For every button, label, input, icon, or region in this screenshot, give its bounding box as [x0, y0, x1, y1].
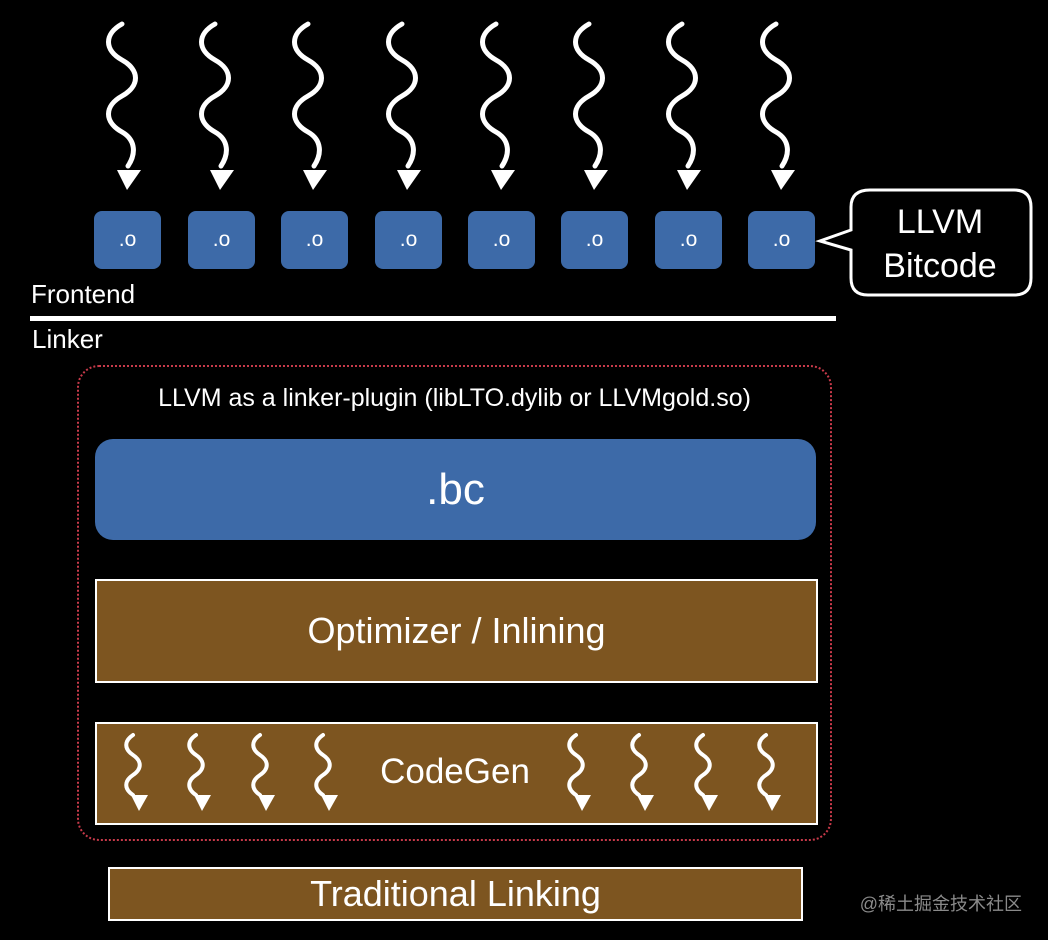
callout-line-1: LLVM [896, 203, 984, 241]
stage-divider [30, 316, 836, 321]
object-file-5: .o [468, 211, 535, 269]
input-arrow-1 [109, 24, 141, 190]
input-arrow-6 [576, 24, 608, 190]
linker-label: Linker [32, 324, 103, 354]
codegen-label: CodeGen [380, 752, 530, 791]
input-arrow-7 [669, 24, 701, 190]
object-file-2: .o [188, 211, 255, 269]
linker-plugin-container [77, 365, 832, 841]
callout-line-2: Bitcode [883, 247, 997, 285]
optimizer-label: Optimizer / Inlining [307, 610, 606, 651]
input-arrow-4 [389, 24, 421, 190]
input-arrow-5 [483, 24, 515, 190]
traditional-linking-box: Traditional Linking [108, 867, 803, 921]
linker-plugin-title: LLVM as a linker-plugin (libLTO.dylib or… [158, 384, 751, 412]
bitcode-merged-box: .bc [95, 439, 816, 540]
object-file-8: .o [748, 211, 815, 269]
traditional-linking-label: Traditional Linking [310, 873, 601, 914]
bitcode-callout: LLVM Bitcode [850, 197, 1030, 291]
object-file-3: .o [281, 211, 348, 269]
object-file-6: .o [561, 211, 628, 269]
object-file-1: .o [94, 211, 161, 269]
frontend-label: Frontend [31, 279, 136, 309]
object-file-4: .o [375, 211, 442, 269]
optimizer-box: Optimizer / Inlining [95, 579, 818, 683]
input-arrow-3 [295, 24, 327, 190]
input-arrow-2 [202, 24, 234, 190]
bitcode-merged-label: .bc [426, 464, 485, 514]
watermark: @稀土掘金技术社区 [859, 894, 1022, 914]
input-arrow-8 [763, 24, 795, 190]
object-file-7: .o [655, 211, 722, 269]
